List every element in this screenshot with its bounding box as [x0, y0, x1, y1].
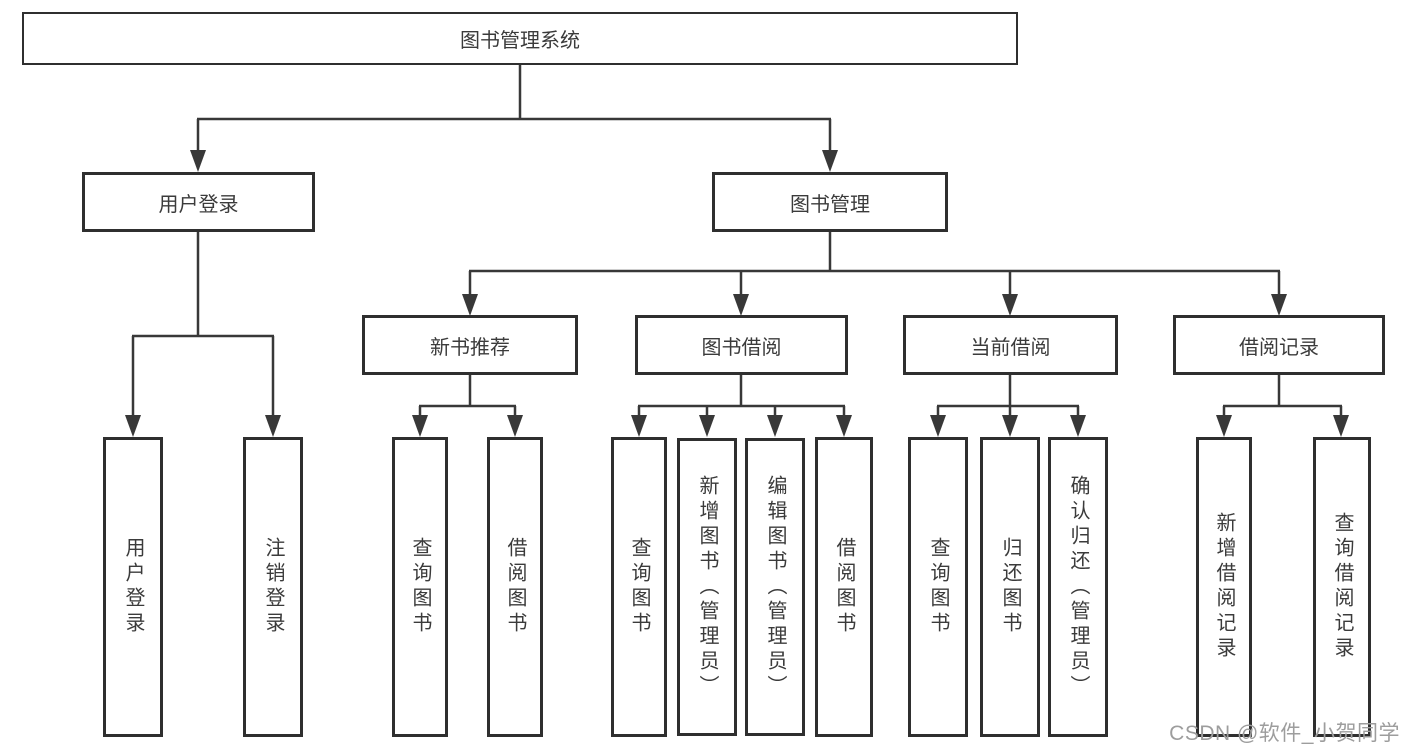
- node-library-management-system: 图书管理系统: [22, 12, 1018, 65]
- leaf-label: 借阅图书: [833, 537, 855, 637]
- leaf-label: 注销登录: [262, 537, 284, 637]
- leaf-user-login: 用户登录: [103, 437, 163, 737]
- leaf-query-books-2: 查询图书: [611, 437, 667, 737]
- node-borrowing-records: 借阅记录: [1173, 315, 1385, 375]
- node-user-login: 用户登录: [82, 172, 315, 232]
- leaf-label: 新增借阅记录: [1213, 512, 1235, 662]
- node-book-borrowing: 图书借阅: [635, 315, 848, 375]
- leaf-label: 确认归还（管理员）: [1067, 474, 1089, 700]
- leaf-borrow-books-1: 借阅图书: [487, 437, 543, 737]
- leaf-label: 查询图书: [927, 537, 949, 637]
- leaf-label: 借阅图书: [504, 537, 526, 637]
- leaf-label: 编辑图书（管理员）: [764, 474, 786, 700]
- csdn-watermark: CSDN @软件_小贺同学: [1169, 722, 1400, 745]
- leaf-edit-books-admin: 编辑图书（管理员）: [745, 438, 805, 736]
- node-current-borrowing: 当前借阅: [903, 315, 1118, 375]
- leaf-query-books-3: 查询图书: [908, 437, 968, 737]
- leaf-label: 归还图书: [999, 537, 1021, 637]
- leaf-borrow-books-2: 借阅图书: [815, 437, 873, 737]
- node-book-management: 图书管理: [712, 172, 948, 232]
- node-new-book-recommendation: 新书推荐: [362, 315, 578, 375]
- leaf-label: 查询借阅记录: [1331, 512, 1353, 662]
- leaf-query-borrow-record: 查询借阅记录: [1313, 437, 1371, 737]
- leaf-confirm-return-admin: 确认归还（管理员）: [1048, 437, 1108, 737]
- leaf-label: 新增图书（管理员）: [696, 474, 718, 700]
- leaf-add-borrow-record: 新增借阅记录: [1196, 437, 1252, 737]
- leaf-label: 查询图书: [409, 537, 431, 637]
- leaf-add-books-admin: 新增图书（管理员）: [677, 438, 737, 736]
- leaf-logout: 注销登录: [243, 437, 303, 737]
- leaf-return-books: 归还图书: [980, 437, 1040, 737]
- leaf-query-books-1: 查询图书: [392, 437, 448, 737]
- leaf-label: 查询图书: [628, 537, 650, 637]
- leaf-label: 用户登录: [122, 537, 144, 637]
